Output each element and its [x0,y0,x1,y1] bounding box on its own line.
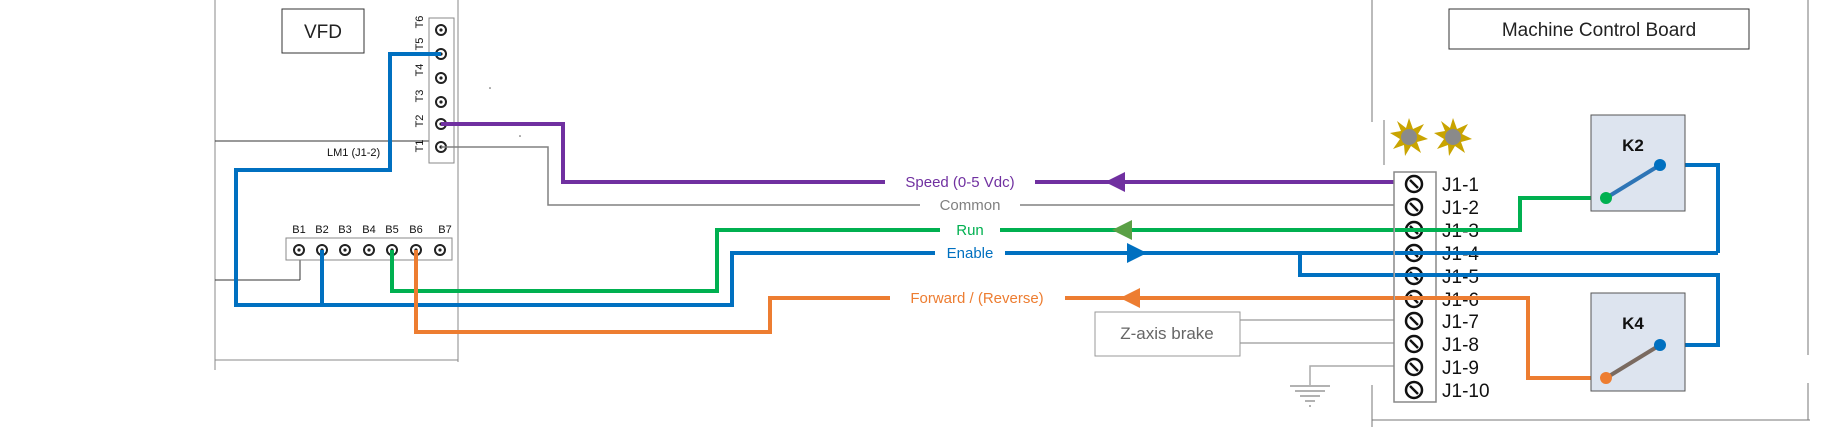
terminal-t3-dot [439,100,443,104]
lm1-label: LM1 (J1-2) [327,147,380,159]
label-b7: B7 [438,224,451,236]
label-t3: T3 [414,90,426,103]
forward-arrow-icon [1120,288,1140,308]
speed-label: Speed (0-5 Vdc) [905,174,1014,191]
relay-k4-terminal-a [1600,372,1612,384]
stray-mark [519,135,521,137]
forward-label: Forward / (Reverse) [910,290,1043,307]
speed-wire [441,122,1410,192]
b-terminal-labels: B1 B2 B3 B4 B5 B6 B7 [292,224,451,236]
label-t5: T5 [414,38,426,51]
label-b4: B4 [362,224,375,236]
label-j1-9: J1-9 [1442,358,1479,379]
vfd-title-box: VFD [281,8,365,54]
stray-mark [489,87,491,89]
terminal-b7-dot [438,248,442,252]
j1-terminal-block: J1-1 J1-2 J1-3 J1-4 J1-5 J1-6 J1-7 J1-8 … [1393,171,1490,403]
forward-wire [414,250,1606,380]
label-j1-5: J1-5 [1442,267,1479,288]
common-wire [441,146,1410,206]
terminal-t4-dot [439,76,443,80]
t-terminal-strip: T6 T5 T4 T3 T2 T1 [414,16,455,164]
t-strip-frame [428,17,455,164]
label-b2: B2 [315,224,328,236]
terminal-b1-dot [297,248,301,252]
relay-k2-contact [1604,163,1662,200]
vfd-title: VFD [304,22,342,43]
t-terminal-labels: T6 T5 T4 T3 T2 T1 [414,16,426,153]
terminal-b3-dot [343,248,347,252]
label-b1: B1 [292,224,305,236]
relay-k2-label: K2 [1622,136,1644,155]
relay-k2-terminal-a [1600,192,1612,204]
ground-icon [1290,365,1410,407]
j1-pin-labels: J1-1 J1-2 J1-3 J1-4 J1-5 J1-6 J1-7 J1-8 … [1442,175,1490,402]
relay-k4-label: K4 [1622,314,1644,333]
label-t2: T2 [414,115,426,128]
burst-icon [1434,118,1472,156]
signal-labels: Speed (0-5 Vdc) Common Run Enable Forwar… [905,174,1043,307]
relay-k4-terminal-b [1654,339,1666,351]
brake-label: Z-axis brake [1120,324,1214,343]
board-title: Machine Control Board [1502,20,1696,41]
board-title-frame [1448,8,1750,50]
b-terminal-strip: B1 B2 B3 B4 B5 B6 B7 [285,224,453,261]
label-b3: B3 [338,224,351,236]
enable-arrow-icon [1127,243,1147,263]
label-b5: B5 [385,224,398,236]
relay-k2: K2 [1590,114,1686,212]
relay-k4: K4 [1590,292,1686,392]
warning-icons [1390,118,1472,156]
label-j1-7: J1-7 [1442,312,1479,333]
label-t4: T4 [414,64,426,77]
terminal-b4-dot [367,248,371,252]
run-label: Run [956,222,984,239]
label-j1-6: J1-6 [1442,290,1479,311]
label-j1-1: J1-1 [1442,175,1479,196]
run-wire [390,196,1606,293]
label-j1-10: J1-10 [1442,381,1490,402]
brake-wires [1232,319,1410,344]
terminal-t6-dot [439,28,443,32]
brake-frame [1094,311,1241,357]
run-arrow-icon [1112,220,1132,240]
z-axis-brake-box: Z-axis brake [1094,311,1241,357]
label-t6: T6 [414,16,426,29]
common-label: Common [940,197,1001,214]
label-j1-8: J1-8 [1442,335,1479,356]
board-enclosure [1371,0,1810,427]
label-j1-2: J1-2 [1442,198,1479,219]
board-title-box: Machine Control Board [1448,8,1750,50]
burst-icon [1390,118,1428,156]
speed-arrow-icon [1105,172,1125,192]
relay-k2-terminal-b [1654,159,1666,171]
vfd-title-frame [281,8,365,54]
label-t1: T1 [414,140,426,153]
enable-label: Enable [947,245,994,262]
relay-k4-contact [1604,343,1662,380]
label-b6: B6 [409,224,422,236]
